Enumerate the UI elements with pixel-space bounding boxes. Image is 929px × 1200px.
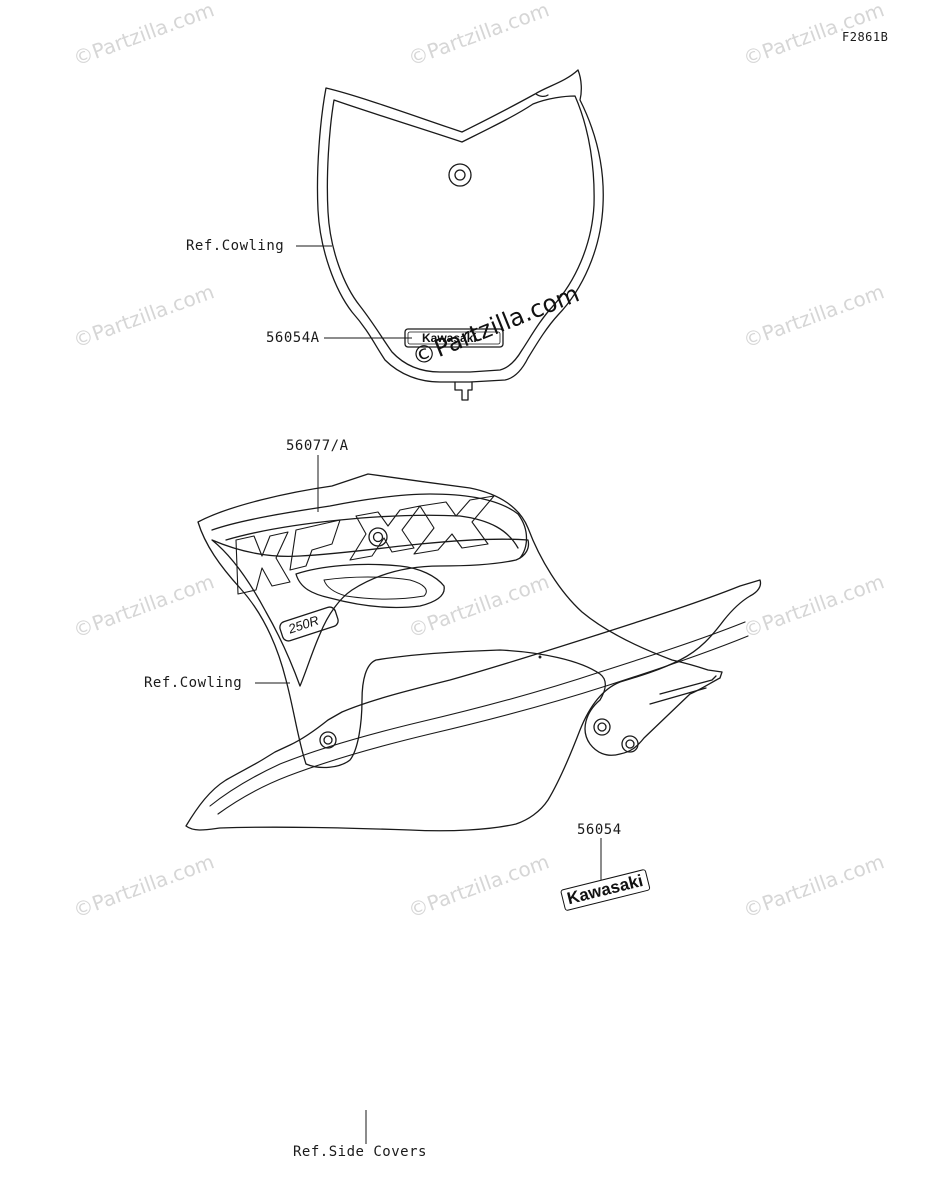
label-ref-cowling-top: Ref.Cowling — [186, 238, 285, 254]
label-ref-side-covers: Ref.Side Covers — [293, 1144, 427, 1160]
side-cover — [185, 579, 762, 832]
label-part-56077a[interactable]: 56077/A — [286, 438, 349, 454]
label-part-56054a[interactable]: 56054A — [266, 330, 320, 346]
radiator-shroud — [197, 473, 723, 769]
diagram-code: F2861B — [842, 30, 889, 44]
label-ref-cowling-mid: Ref.Cowling — [144, 675, 243, 691]
front-plate-decal-text: Kawasaki — [422, 331, 477, 345]
front-number-plate — [316, 69, 604, 401]
label-part-56054[interactable]: 56054 — [577, 822, 622, 838]
